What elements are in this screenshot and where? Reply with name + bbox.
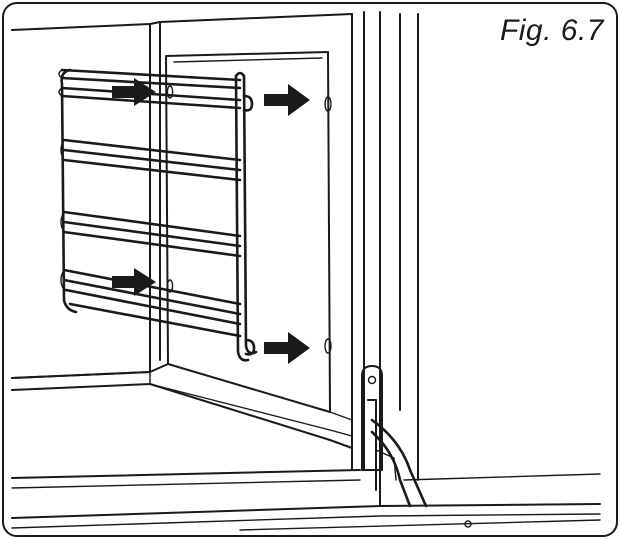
rack-right-upright-2 — [242, 74, 258, 355]
floor-front-edge — [11, 469, 361, 479]
oven-front-frame — [351, 11, 601, 528]
hinge-plate — [361, 365, 383, 471]
right-arrow-icon — [264, 84, 310, 116]
bottom-lip — [11, 503, 601, 519]
stud-top-right — [324, 96, 332, 112]
rung-1b — [60, 76, 242, 90]
right-arrow-icon — [264, 332, 310, 364]
panel-inner-top — [173, 57, 323, 63]
rung-4d — [68, 302, 242, 338]
floor-side-seam — [167, 363, 353, 421]
hinge-hole — [367, 375, 377, 385]
screw — [464, 520, 472, 528]
rung-1a — [60, 68, 242, 82]
rung-4a — [62, 268, 242, 306]
direction-arrows — [112, 78, 310, 364]
cavity-top-edge — [149, 13, 353, 25]
rack-right-upright — [234, 74, 250, 362]
rung-2a — [62, 138, 242, 162]
hinge-bracket — [375, 449, 397, 481]
rung-4c — [64, 288, 242, 326]
bottom-lip-2 — [11, 513, 601, 529]
figure-label: Fig. 6.7 — [499, 14, 604, 47]
stud-bottom-right — [324, 338, 332, 354]
rung-3a — [62, 210, 242, 238]
bottom-lip-3 — [239, 519, 601, 531]
rack-bottom-hook — [244, 338, 256, 356]
cap-3 — [60, 139, 65, 161]
side-wall-panel — [165, 51, 331, 413]
stud-bottom-left — [166, 279, 174, 293]
rung-2b — [62, 148, 242, 172]
rack-left-upright — [60, 68, 78, 314]
floor-edge-1 — [11, 383, 353, 449]
rack-top-hook — [242, 94, 254, 112]
cap-2 — [58, 87, 63, 97]
rung-4b — [62, 278, 242, 316]
cap-5 — [60, 269, 65, 291]
mounting-studs — [166, 85, 332, 354]
floor-front-edge-2 — [11, 479, 361, 489]
rung-3b — [62, 220, 242, 248]
rung-2c — [62, 158, 242, 182]
cap-1 — [58, 69, 63, 79]
rung-1d — [60, 94, 242, 110]
hinge-arm-1 — [370, 418, 428, 508]
right-arrow-icon — [112, 268, 156, 296]
floor-back-edge — [11, 363, 169, 379]
rung-3c — [62, 230, 242, 258]
hinge-slot — [367, 399, 377, 491]
door-hinge — [361, 365, 428, 508]
cap-4 — [60, 211, 65, 233]
floor-side-seam-2 — [149, 383, 353, 437]
right-arrow-icon — [112, 78, 156, 106]
frame-bottom-edge — [403, 473, 601, 481]
cavity-back-left — [11, 23, 151, 379]
stud-top-left — [166, 85, 174, 99]
shelf-support-rack — [58, 68, 258, 362]
rack-right-top — [234, 71, 246, 78]
